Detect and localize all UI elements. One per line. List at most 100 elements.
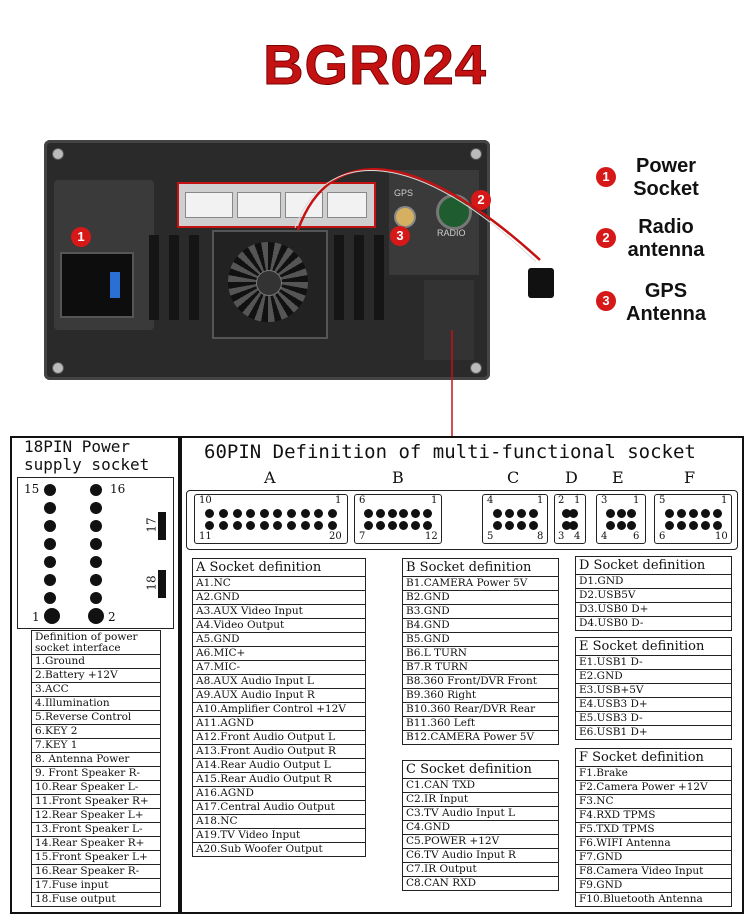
pin-hole [300, 509, 310, 518]
socket-c-table-title: C Socket definition [403, 761, 558, 779]
pin-hole [273, 509, 283, 518]
pin-hole [676, 509, 686, 518]
socket-d-pin-2: 2 [558, 495, 565, 506]
pin-hole [259, 521, 269, 530]
definition-row: A5.GND [193, 632, 365, 646]
power18-title-2: supply socket [24, 455, 150, 474]
socket-e: 3 1 4 6 [596, 494, 646, 544]
socket-e-pin-6: 6 [633, 531, 640, 542]
pin-hole [411, 509, 420, 518]
pin-hole [627, 509, 637, 518]
pin-hole [605, 521, 615, 530]
definition-row: 15.Front Speaker L+ [32, 850, 160, 864]
definition-row: B1.CAMERA Power 5V [406, 577, 528, 589]
legend-power-socket: Power Socket [633, 155, 699, 200]
pin-label-2: 2 [108, 610, 116, 624]
definition-row: C4.GND [403, 820, 558, 834]
definition-row: C2.IR Input [403, 792, 558, 806]
marker-power-socket: 1 [71, 227, 91, 247]
pin-hole [688, 509, 698, 518]
definition-row: A19.TV Video Input [193, 828, 365, 842]
page-title: BGR024 [263, 33, 487, 97]
definition-row: A7.MIC- [193, 660, 365, 674]
pin-hole [205, 509, 215, 518]
socket-a-table-title: A Socket definition [193, 559, 365, 577]
gps-label: GPS [394, 188, 414, 198]
pin-hole [492, 509, 502, 518]
pin-hole [411, 521, 420, 530]
socket-c-pin-4: 4 [487, 495, 494, 506]
pin-hole [712, 521, 722, 530]
marker-gps-antenna: 3 [390, 226, 410, 246]
pin-label-17: 17 [144, 517, 159, 533]
pin-hole [627, 521, 637, 530]
legend-gps-antenna: GPS Antenna [626, 280, 706, 325]
definition-row: A18.NC [193, 814, 365, 828]
definition-row: C8.CAN RXD [403, 876, 558, 890]
pin-hole [422, 521, 432, 530]
definition-row: 16.Rear Speaker R- [32, 864, 160, 878]
definition-row: A17.Central Audio Output [193, 800, 365, 814]
legend-badge-2: 2 [596, 228, 616, 248]
pin-hole [504, 509, 514, 518]
definition-row: F10.Bluetooth Antenna [576, 892, 731, 906]
pin-hole [492, 521, 502, 530]
radio-connector [436, 194, 472, 230]
pin-hole [376, 509, 385, 518]
definition-row: D1.GND [579, 575, 624, 587]
pin-hole [605, 509, 615, 518]
pin-hole [664, 521, 674, 530]
pin-hole [314, 521, 324, 530]
socket-letter-a: A [264, 468, 276, 487]
definition-row: B8.360 Front/DVR Front [403, 674, 558, 688]
pin-hole [528, 509, 538, 518]
power18-title-1: 18PIN Power [24, 437, 130, 456]
definition-row: F1.Brake [579, 767, 628, 779]
definition-row: 9. Front Speaker R- [32, 766, 160, 780]
definition-row: 1.Ground [35, 655, 85, 667]
definition-row: D3.USB0 D+ [576, 602, 731, 616]
pin-hole [569, 521, 578, 530]
socket-d-pin-4: 4 [574, 531, 581, 542]
socket-d-table-title: D Socket definition [576, 557, 731, 575]
socket-d-pin-1: 1 [574, 495, 581, 506]
pin-hole [232, 509, 242, 518]
socket-b-pin-1: 1 [431, 495, 438, 506]
socket-f-table-title: F Socket definition [576, 749, 731, 767]
definition-row: B4.GND [403, 618, 558, 632]
socket-b-pin-7: 7 [359, 531, 366, 542]
pin-hole [387, 521, 397, 530]
socket-letter-d: D [565, 468, 578, 487]
pin-hole [246, 509, 256, 518]
pin-hole [364, 521, 374, 530]
pin-hole [700, 509, 710, 518]
radio-label: RADIO [437, 228, 466, 238]
screw-icon [52, 362, 64, 374]
pin-hole [528, 521, 538, 530]
socket-f-pin-10: 10 [715, 531, 728, 542]
definition-row: A9.AUX Audio Input R [193, 688, 365, 702]
definition-row: A4.Video Output [193, 618, 365, 632]
socket-e-table-title: E Socket definition [576, 638, 731, 656]
socket-a-pin-1: 1 [335, 495, 342, 506]
definition-row: F9.GND [576, 878, 731, 892]
definition-row: B6.L TURN [403, 646, 558, 660]
definition-row: A1.NC [196, 577, 231, 589]
power18-def-title-2: socket interface [35, 642, 121, 654]
pin-hole [218, 521, 228, 530]
definition-row: F7.GND [576, 850, 731, 864]
definition-row: A11.AGND [193, 716, 365, 730]
definition-row: C6.TV Audio Input R [403, 848, 558, 862]
definition-row: A14.Rear Audio Output L [193, 758, 365, 772]
socket-strip [186, 490, 738, 550]
pin-hole [562, 509, 571, 518]
pin-hole [218, 509, 228, 518]
pin-hole [688, 521, 698, 530]
definition-row: B10.360 Rear/DVR Rear [403, 702, 558, 716]
legend-badge-3: 3 [596, 291, 616, 311]
definition-row: F5.TXD TPMS [576, 822, 731, 836]
socket-a-pin-20: 20 [329, 531, 342, 542]
pin-hole [422, 509, 432, 518]
pin-label-16: 16 [110, 482, 126, 496]
